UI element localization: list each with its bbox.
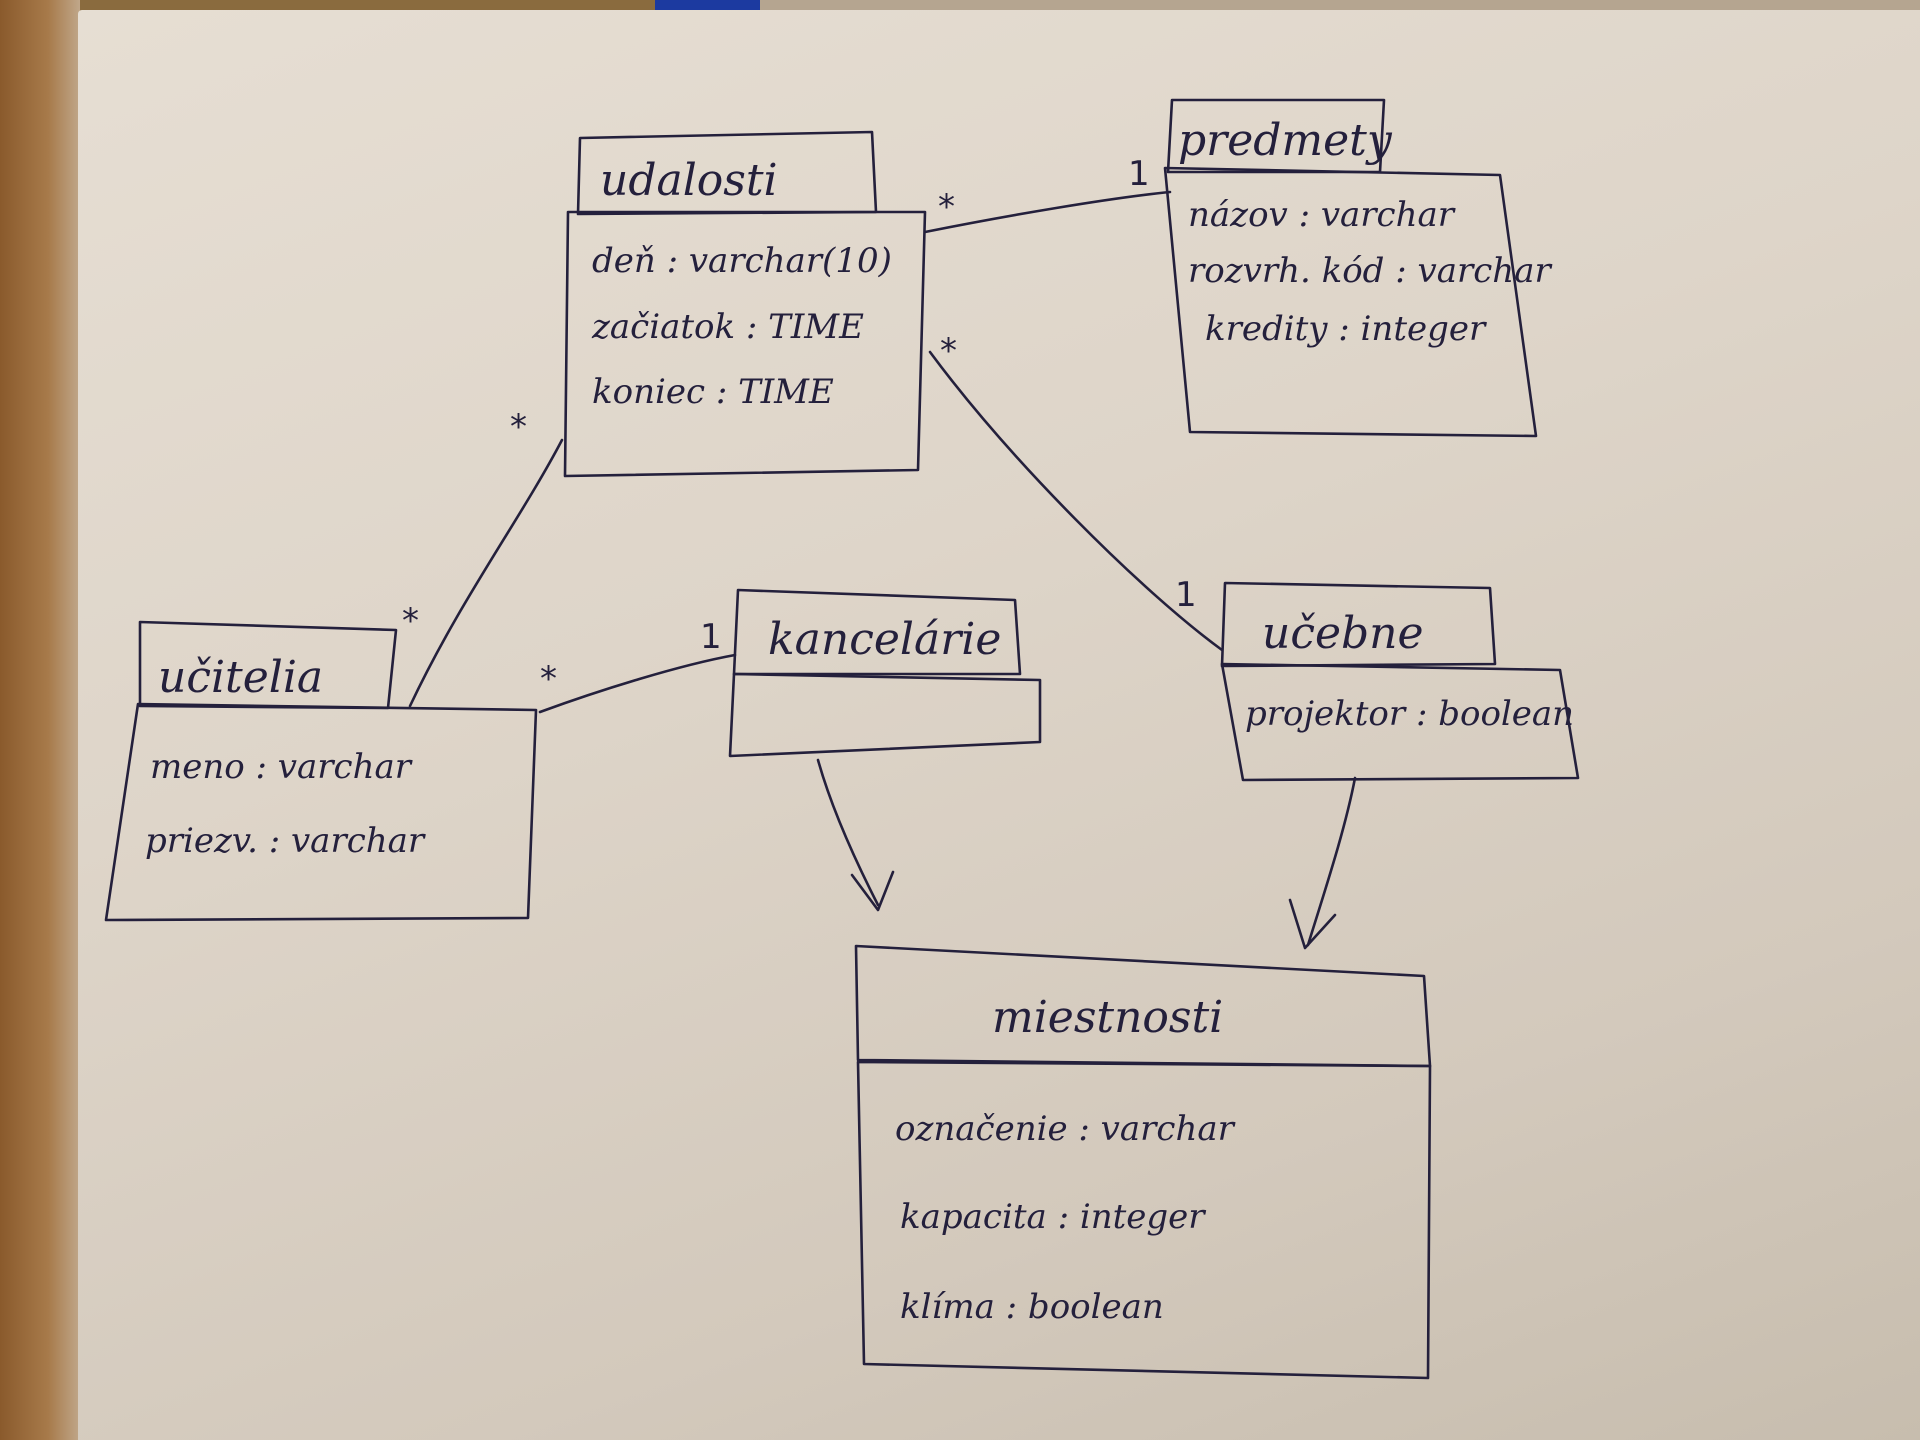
class-predmety: predmety názov : varchar rozvrh. kód : v… [1163,98,1552,438]
class-udalosti: udalosti deň : varchar(10) začiatok : TI… [563,130,927,478]
multiplicity-udalosti-ucebne-from: * [940,331,957,371]
class-name-box [732,588,1022,676]
class-miestnosti: miestnosti označenie : varchar kapacita … [854,944,1432,1380]
class-attributes-box [856,1060,1432,1380]
class-name-ucebne: učebne [1262,608,1424,659]
attribute: kapacita : integer [900,1197,1206,1237]
class-name-kancelarie: kancelárie [768,614,1001,665]
multiplicity-udalosti-predmety-from: * [938,187,955,227]
class-ucitelia: učitelia meno : varchar priezv. : varcha… [104,620,538,922]
class-attributes-box [563,210,927,478]
attribute: rozvrh. kód : varchar [1188,251,1552,291]
attribute: začiatok : TIME [591,307,864,347]
association-udalosti-predmety: * 1 [923,154,1172,234]
multiplicity-ucitelia-kancelarie-to: 1 [700,617,722,657]
generalization-ucebne-miestnosti [1288,776,1357,950]
association-ucitelia-kancelarie: * 1 [538,617,737,714]
class-attributes-box [1220,662,1580,782]
class-name-box [1220,581,1497,668]
arrowhead-icon [1288,898,1337,950]
attribute: priezv. : varchar [145,821,426,861]
attribute: označenie : varchar [895,1109,1236,1149]
arrowhead-icon [850,870,895,912]
attribute: projektor : boolean [1245,694,1574,734]
class-kancelarie: kancelárie [728,588,1042,758]
multiplicity-udalosti-predmety-to: 1 [1128,154,1150,194]
class-attributes-box [104,702,538,922]
attribute: kredity : integer [1205,309,1487,349]
class-name-ucitelia: učitelia [158,652,323,703]
multiplicity-ucitelia-kancelarie-from: * [540,659,557,699]
generalization-kancelarie-miestnosti [816,758,895,912]
class-name-predmety: predmety [1178,115,1393,166]
multiplicity-udalosti-ucitelia-to: * [402,601,419,641]
multiplicity-udalosti-ucebne-to: 1 [1175,575,1197,615]
attribute: meno : varchar [150,747,413,787]
photo-background-edge [0,0,80,1440]
attribute: koniec : TIME [592,372,834,412]
class-name-miestnosti: miestnosti [992,992,1223,1043]
association-udalosti-ucitelia: * * [402,407,564,708]
multiplicity-udalosti-ucitelia-from: * [510,407,527,447]
class-attributes-box [728,672,1042,758]
class-attributes-box [1163,166,1538,438]
attribute: deň : varchar(10) [592,241,892,281]
association-udalosti-ucebne: * 1 [928,331,1224,652]
class-name-udalosti: udalosti [600,155,778,206]
attribute: klíma : boolean [900,1287,1164,1327]
attribute: názov : varchar [1188,195,1456,235]
paper-sheet [78,10,1920,1440]
class-ucebne: učebne projektor : boolean [1220,581,1580,782]
